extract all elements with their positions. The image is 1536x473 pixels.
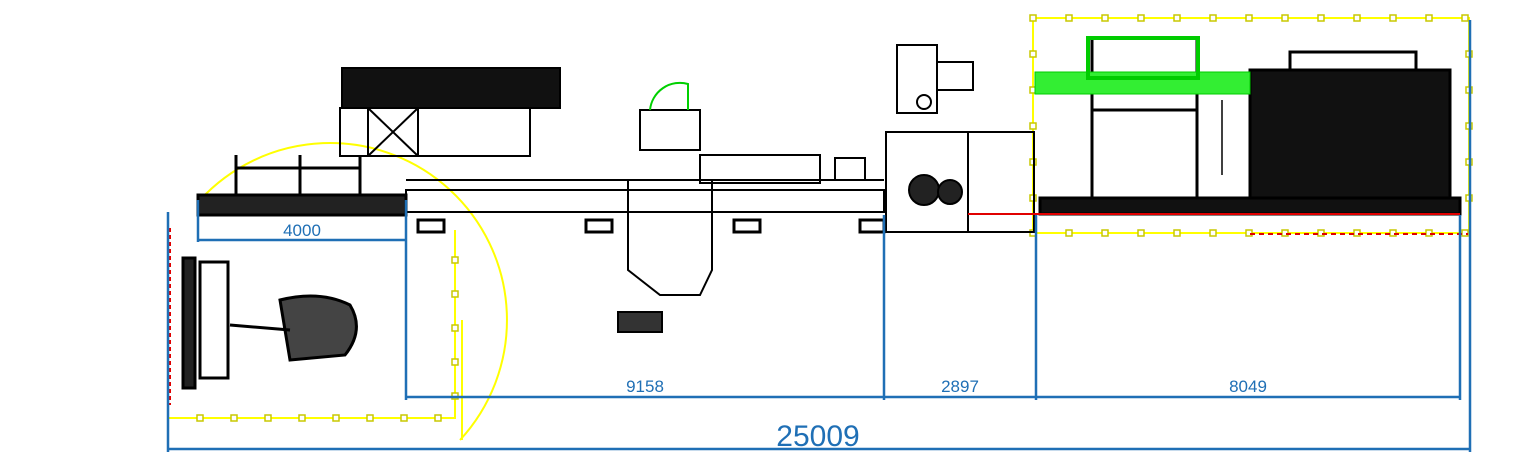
machine-middle-module	[885, 44, 1035, 233]
selection-grip[interactable]	[332, 414, 340, 422]
dimension-8049: 8049	[1229, 377, 1267, 396]
selection-grip[interactable]	[1137, 14, 1145, 22]
dimension-9158: 9158	[626, 377, 664, 396]
dimension-total-25009: 25009	[776, 420, 859, 453]
selection-grip[interactable]	[1209, 229, 1217, 237]
selection-grip[interactable]	[1209, 14, 1217, 22]
selection-grip[interactable]	[451, 358, 459, 366]
selection-grip[interactable]	[1461, 14, 1469, 22]
selection-grip[interactable]	[366, 414, 374, 422]
selection-grip[interactable]	[451, 290, 459, 298]
selection-grip[interactable]	[451, 324, 459, 332]
selection-grip[interactable]	[451, 256, 459, 264]
selection-grip[interactable]	[196, 414, 204, 422]
selection-grip[interactable]	[400, 414, 408, 422]
selection-grip[interactable]	[1173, 229, 1181, 237]
dimension-4000: 4000	[283, 221, 321, 240]
selection-grip[interactable]	[298, 414, 306, 422]
selection-grip[interactable]	[1101, 229, 1109, 237]
selection-grip[interactable]	[1065, 229, 1073, 237]
selection-grip[interactable]	[264, 414, 272, 422]
selection-grip[interactable]	[1353, 14, 1361, 22]
selection-grip[interactable]	[1389, 14, 1397, 22]
selection-grip[interactable]	[1065, 14, 1073, 22]
machine-upper-module	[339, 67, 866, 333]
conveyor	[196, 155, 886, 234]
dimension-lines	[166, 20, 1472, 452]
selection-grips	[196, 14, 1473, 422]
selection-grip[interactable]	[1101, 14, 1109, 22]
selection-grip[interactable]	[1029, 122, 1037, 130]
selection-grip[interactable]	[230, 414, 238, 422]
selected-gripper	[1034, 36, 1251, 95]
selection-grip[interactable]	[1281, 14, 1289, 22]
dimension-2897: 2897	[941, 377, 979, 396]
selection-grip[interactable]	[1317, 14, 1325, 22]
selection-grip[interactable]	[1137, 229, 1145, 237]
robot-palletizer	[181, 256, 358, 390]
selection-grip[interactable]	[1029, 50, 1037, 58]
selection-grip[interactable]	[434, 414, 442, 422]
selection-grip[interactable]	[1029, 14, 1037, 22]
selection-grip[interactable]	[1425, 14, 1433, 22]
selection-grip[interactable]	[1245, 14, 1253, 22]
machine-end-module	[1038, 36, 1462, 216]
selection-grip[interactable]	[1173, 14, 1181, 22]
conveyor-centerline	[169, 213, 1468, 405]
